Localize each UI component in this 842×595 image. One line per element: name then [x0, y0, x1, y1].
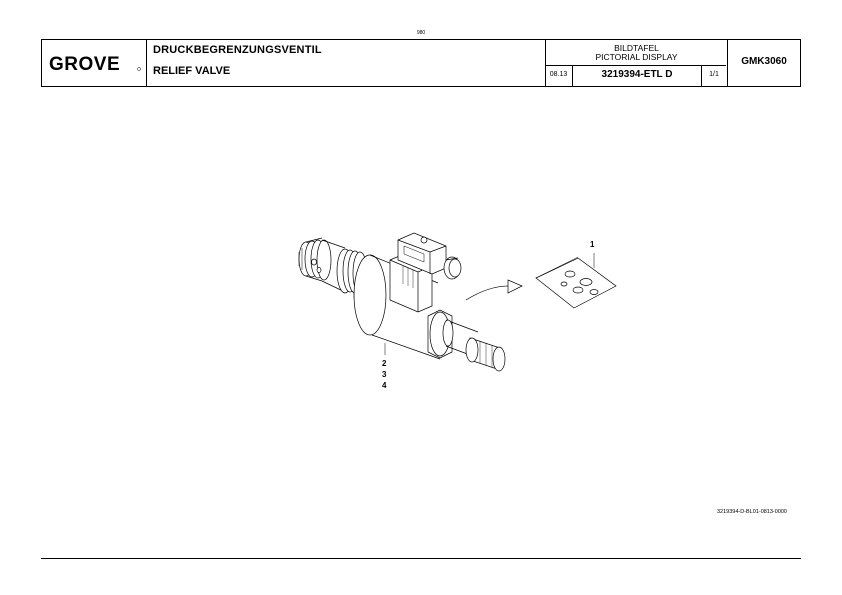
divider — [701, 65, 702, 86]
reference-code: 3219394-D-BL01-0813-0000 — [716, 509, 787, 515]
bottom-rule — [41, 558, 801, 559]
grove-logo: GROVE — [49, 54, 141, 75]
title-english: RELIEF VALVE — [153, 65, 231, 77]
callout-3: 3 — [382, 370, 387, 379]
pointer-arrow — [465, 285, 513, 301]
display-label-english: PICTORIAL DISPLAY — [595, 52, 678, 62]
title-block: GROVE DRUCKBEGRENZUNGSVENTIL RELIEF VALV… — [41, 39, 801, 87]
divider — [545, 65, 726, 66]
arrow-head-icon — [507, 279, 523, 294]
display-label-german: BILDTAFEL — [614, 43, 659, 53]
part-number: 3219394-ETL D — [601, 69, 673, 80]
divider — [572, 65, 573, 86]
sheet-number: 1/1 — [709, 71, 719, 78]
seal-kit-bag — [535, 256, 617, 309]
page-number: 980 — [416, 30, 426, 36]
callout-4: 4 — [382, 381, 387, 390]
title-german: DRUCKBEGRENZUNGSVENTIL — [153, 44, 322, 56]
model: GMK3060 — [741, 56, 787, 67]
callout-2: 2 — [382, 359, 387, 368]
divider — [146, 40, 147, 86]
date: 08.13 — [549, 71, 568, 78]
callout-1: 1 — [590, 240, 595, 249]
svg-text:GROVE: GROVE — [49, 54, 120, 75]
outlet-spool — [427, 309, 506, 372]
divider — [727, 40, 728, 86]
divider — [545, 40, 546, 86]
solenoid-coil — [389, 232, 462, 313]
